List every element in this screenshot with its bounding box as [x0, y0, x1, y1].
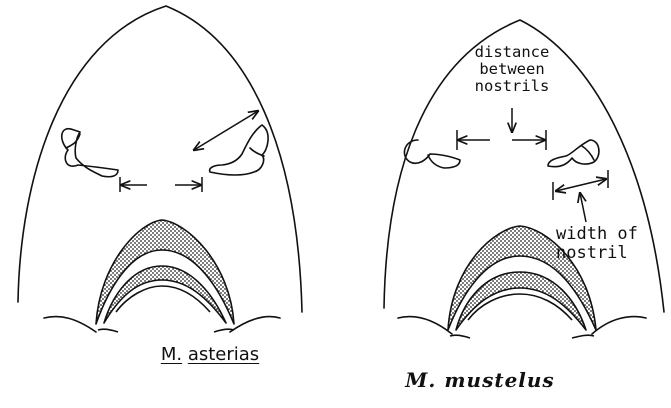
left-lower-lip-left [44, 317, 96, 332]
label-distance-line2: between [452, 61, 572, 78]
left-lower-lip-right [230, 317, 280, 332]
right-nostril-right [548, 140, 599, 167]
caption-genus: M. [161, 344, 182, 365]
label-distance-line3: nostrils [452, 78, 572, 95]
right-lower-lip-left [398, 317, 452, 334]
label-width-of-nostril: width of nostril [556, 225, 656, 263]
right-distance-arrow [457, 108, 546, 150]
label-width-line1: width of [556, 225, 656, 244]
caption-m-asterias: M. asterias [150, 344, 270, 365]
caption-species: asterias [188, 344, 259, 365]
left-head [18, 6, 302, 332]
left-nostril-left [62, 129, 118, 177]
right-nostril-left [404, 140, 460, 168]
caption-m-mustelus: M. mustelus [380, 368, 580, 392]
right-width-arrow [553, 170, 608, 222]
left-distance-arrow [120, 177, 202, 192]
left-mouth [96, 220, 234, 332]
label-distance-line1: distance [452, 44, 572, 61]
left-nostril-right [210, 125, 268, 175]
left-width-arrow [194, 111, 258, 150]
label-distance-between-nostrils: distance between nostrils [452, 44, 572, 95]
right-lower-lip-right [592, 317, 646, 334]
label-width-line2: nostril [556, 244, 656, 263]
